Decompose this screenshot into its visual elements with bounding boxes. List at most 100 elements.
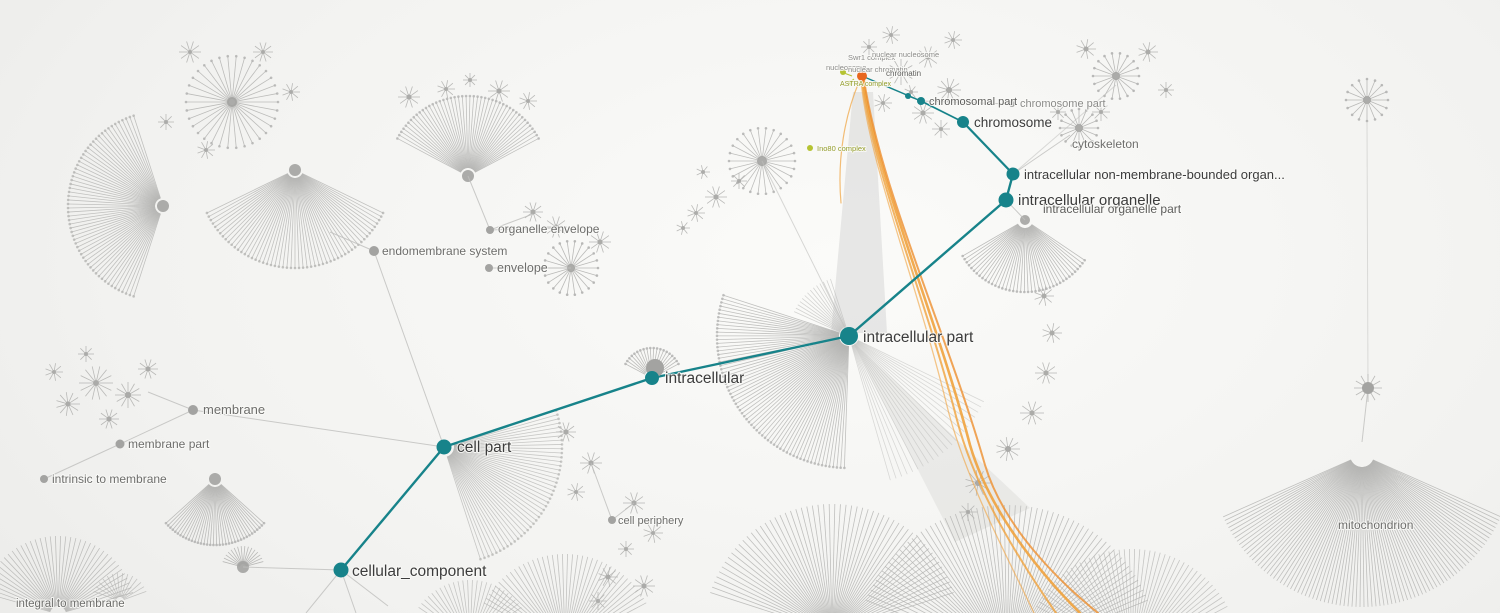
cluster-spoke [813,287,844,329]
node-highlighted-term[interactable] [857,71,867,81]
cluster-hub[interactable] [1112,72,1120,80]
cluster-hub[interactable] [1041,293,1047,299]
node-cellular-component[interactable] [333,562,349,578]
node-endomembrane-system[interactable] [369,246,379,256]
cluster-hub[interactable] [1363,96,1371,104]
cluster-hub[interactable] [574,490,578,494]
cluster-hub[interactable] [909,90,913,94]
cluster-spoke [125,118,161,199]
cluster-hub[interactable] [289,164,301,176]
node-membrane[interactable] [188,405,198,415]
cluster-hub[interactable] [1043,370,1049,376]
cluster-hub[interactable] [889,33,893,37]
cluster-spoke [800,345,846,459]
node-organelle-envelope[interactable] [486,226,494,234]
cluster-hub[interactable] [713,194,719,200]
node-chromosomal-part[interactable] [917,97,925,105]
cluster-hub[interactable] [920,110,926,116]
node-astra-complex-node[interactable] [840,69,846,75]
cluster-leaf-dot [1346,106,1349,110]
cluster-hub[interactable] [898,69,904,75]
node-swr1-complex-node[interactable] [847,80,853,86]
cluster-hub[interactable] [651,531,655,535]
cluster-hub[interactable] [939,127,943,131]
cluster-hub[interactable] [1005,446,1011,452]
cluster-hub[interactable] [65,401,71,407]
node-intracellular-part[interactable] [840,327,858,345]
cluster-hub[interactable] [1164,88,1168,92]
cluster-hub[interactable] [681,226,685,230]
node-non-membrane-organelle[interactable] [1006,167,1020,181]
cluster-hub[interactable] [496,88,502,94]
cluster-spoke [571,243,583,266]
cluster-hub[interactable] [694,211,698,215]
cluster-leaf-dot [262,521,266,525]
cluster-hub[interactable] [106,416,112,422]
cluster-hub[interactable] [1083,46,1089,52]
cluster-hub[interactable] [867,45,871,49]
cluster-leaf-dot [1048,286,1052,289]
cluster-hub[interactable] [1056,110,1060,114]
cluster-hub[interactable] [125,392,131,398]
cluster-hub[interactable] [1029,410,1035,416]
cluster-hub[interactable] [468,78,472,82]
cluster-hub[interactable] [164,120,168,124]
cluster-hub[interactable] [209,473,221,485]
cluster-hub[interactable] [530,209,536,215]
cluster-hub[interactable] [145,366,151,372]
cluster-leaf-dot [573,293,577,297]
cluster-hub[interactable] [563,429,569,435]
cluster-hub[interactable] [261,50,265,54]
node-cell-part[interactable] [436,439,452,455]
cluster-hub[interactable] [946,87,952,93]
cluster-spoke [1038,297,1044,305]
cluster-spoke [485,587,501,613]
radial-cluster [446,409,564,561]
cluster-spoke [114,212,160,289]
cluster-hub[interactable] [597,239,603,245]
node-mitochondrion-hub[interactable] [1362,382,1374,394]
cluster-hub[interactable] [84,352,88,356]
cluster-hub[interactable] [526,99,530,103]
node-nucleosome-node[interactable] [905,93,911,99]
cluster-spoke [1080,40,1086,48]
cluster-hub[interactable] [881,101,885,105]
cluster-hub[interactable] [624,547,628,551]
cluster-hub[interactable] [227,97,237,107]
cluster-hub[interactable] [1075,124,1083,132]
cluster-hub[interactable] [188,50,192,54]
cluster-hub[interactable] [966,510,970,514]
node-chromosome-part[interactable] [1009,101,1015,107]
cluster-spoke [95,586,117,600]
node-intracellular-organelle[interactable] [998,192,1014,208]
node-membrane-part[interactable] [115,439,125,449]
node-cell-periphery[interactable] [608,516,616,524]
cluster-spoke [410,97,419,104]
node-intracellular[interactable] [645,371,659,385]
cluster-hub[interactable] [1099,110,1103,114]
cluster-spoke [548,253,569,267]
cluster-hub[interactable] [1145,49,1151,55]
cluster-hub[interactable] [204,148,208,152]
cluster-hub[interactable] [157,200,169,212]
cluster-hub[interactable] [1049,330,1055,336]
node-ino80-complex-node[interactable] [807,145,813,151]
cluster-hub[interactable] [289,90,293,94]
cluster-hub[interactable] [701,170,705,174]
cluster-hub[interactable] [93,380,99,386]
cluster-hub[interactable] [737,179,741,183]
cluster-spoke [104,212,159,282]
cluster-spoke [1081,120,1097,128]
cluster-hub[interactable] [925,54,931,60]
cluster-hub[interactable] [951,38,955,42]
cluster-hub[interactable] [444,87,448,91]
node-chromosome[interactable] [957,116,969,128]
node-intrinsic-to-membrane[interactable] [40,475,48,483]
cluster-hub[interactable] [406,94,412,100]
cluster-hub[interactable] [52,370,56,374]
node-envelope[interactable] [485,264,493,272]
cluster-hub[interactable] [641,583,647,589]
cluster-leaf-dot [655,347,659,350]
